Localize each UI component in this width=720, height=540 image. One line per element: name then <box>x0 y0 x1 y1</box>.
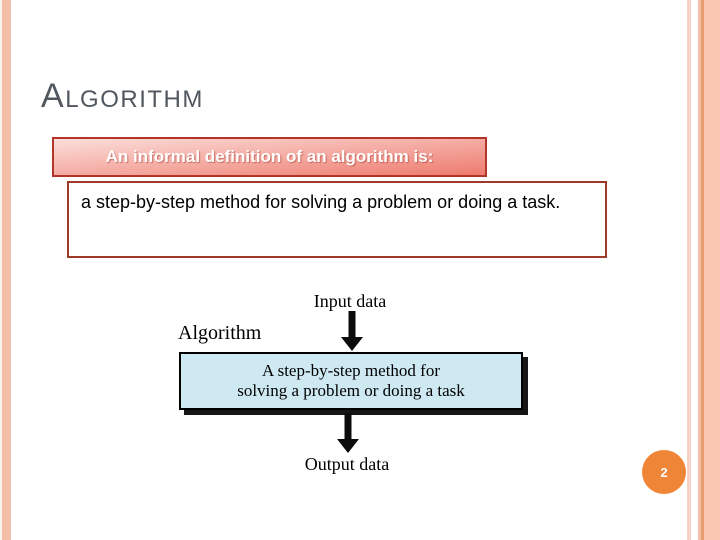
definition-body-text: a step-by-step method for solving a prob… <box>81 192 561 212</box>
right-accent-stripe-2 <box>698 0 701 540</box>
slide-title: ALGORITHM <box>41 77 204 119</box>
diagram-output-label: Output data <box>304 454 390 474</box>
page-number-badge: 2 <box>642 450 686 494</box>
definition-header-box: An informal definition of an algorithm i… <box>52 137 487 177</box>
right-accent-stripe-3 <box>701 0 704 540</box>
process-box-line1: A step-by-step method for <box>262 361 440 380</box>
down-arrow-icon <box>337 413 359 453</box>
diagram-algorithm-label: Algorithm <box>178 322 262 344</box>
slide-title-rest: LGORITHM <box>65 86 204 113</box>
right-accent-stripe-1 <box>687 0 691 540</box>
diagram-process-box: A step-by-step method for solving a prob… <box>179 352 523 410</box>
page-number: 2 <box>660 464 668 480</box>
diagram-input-label: Input data <box>313 291 387 311</box>
algorithm-flow-diagram: Input data Algorithm A step-by-step meth… <box>0 285 720 485</box>
right-accent-stripe-4 <box>704 0 720 540</box>
left-accent-stripe <box>2 0 11 540</box>
definition-body-box: a step-by-step method for solving a prob… <box>67 181 607 258</box>
left-edge-faint-stripe <box>0 0 2 540</box>
slide-title-first-letter: A <box>41 77 66 115</box>
process-box-line2: solving a problem or doing a task <box>237 381 465 400</box>
down-arrow-icon <box>341 311 363 351</box>
definition-header-text: An informal definition of an algorithm i… <box>105 147 434 166</box>
